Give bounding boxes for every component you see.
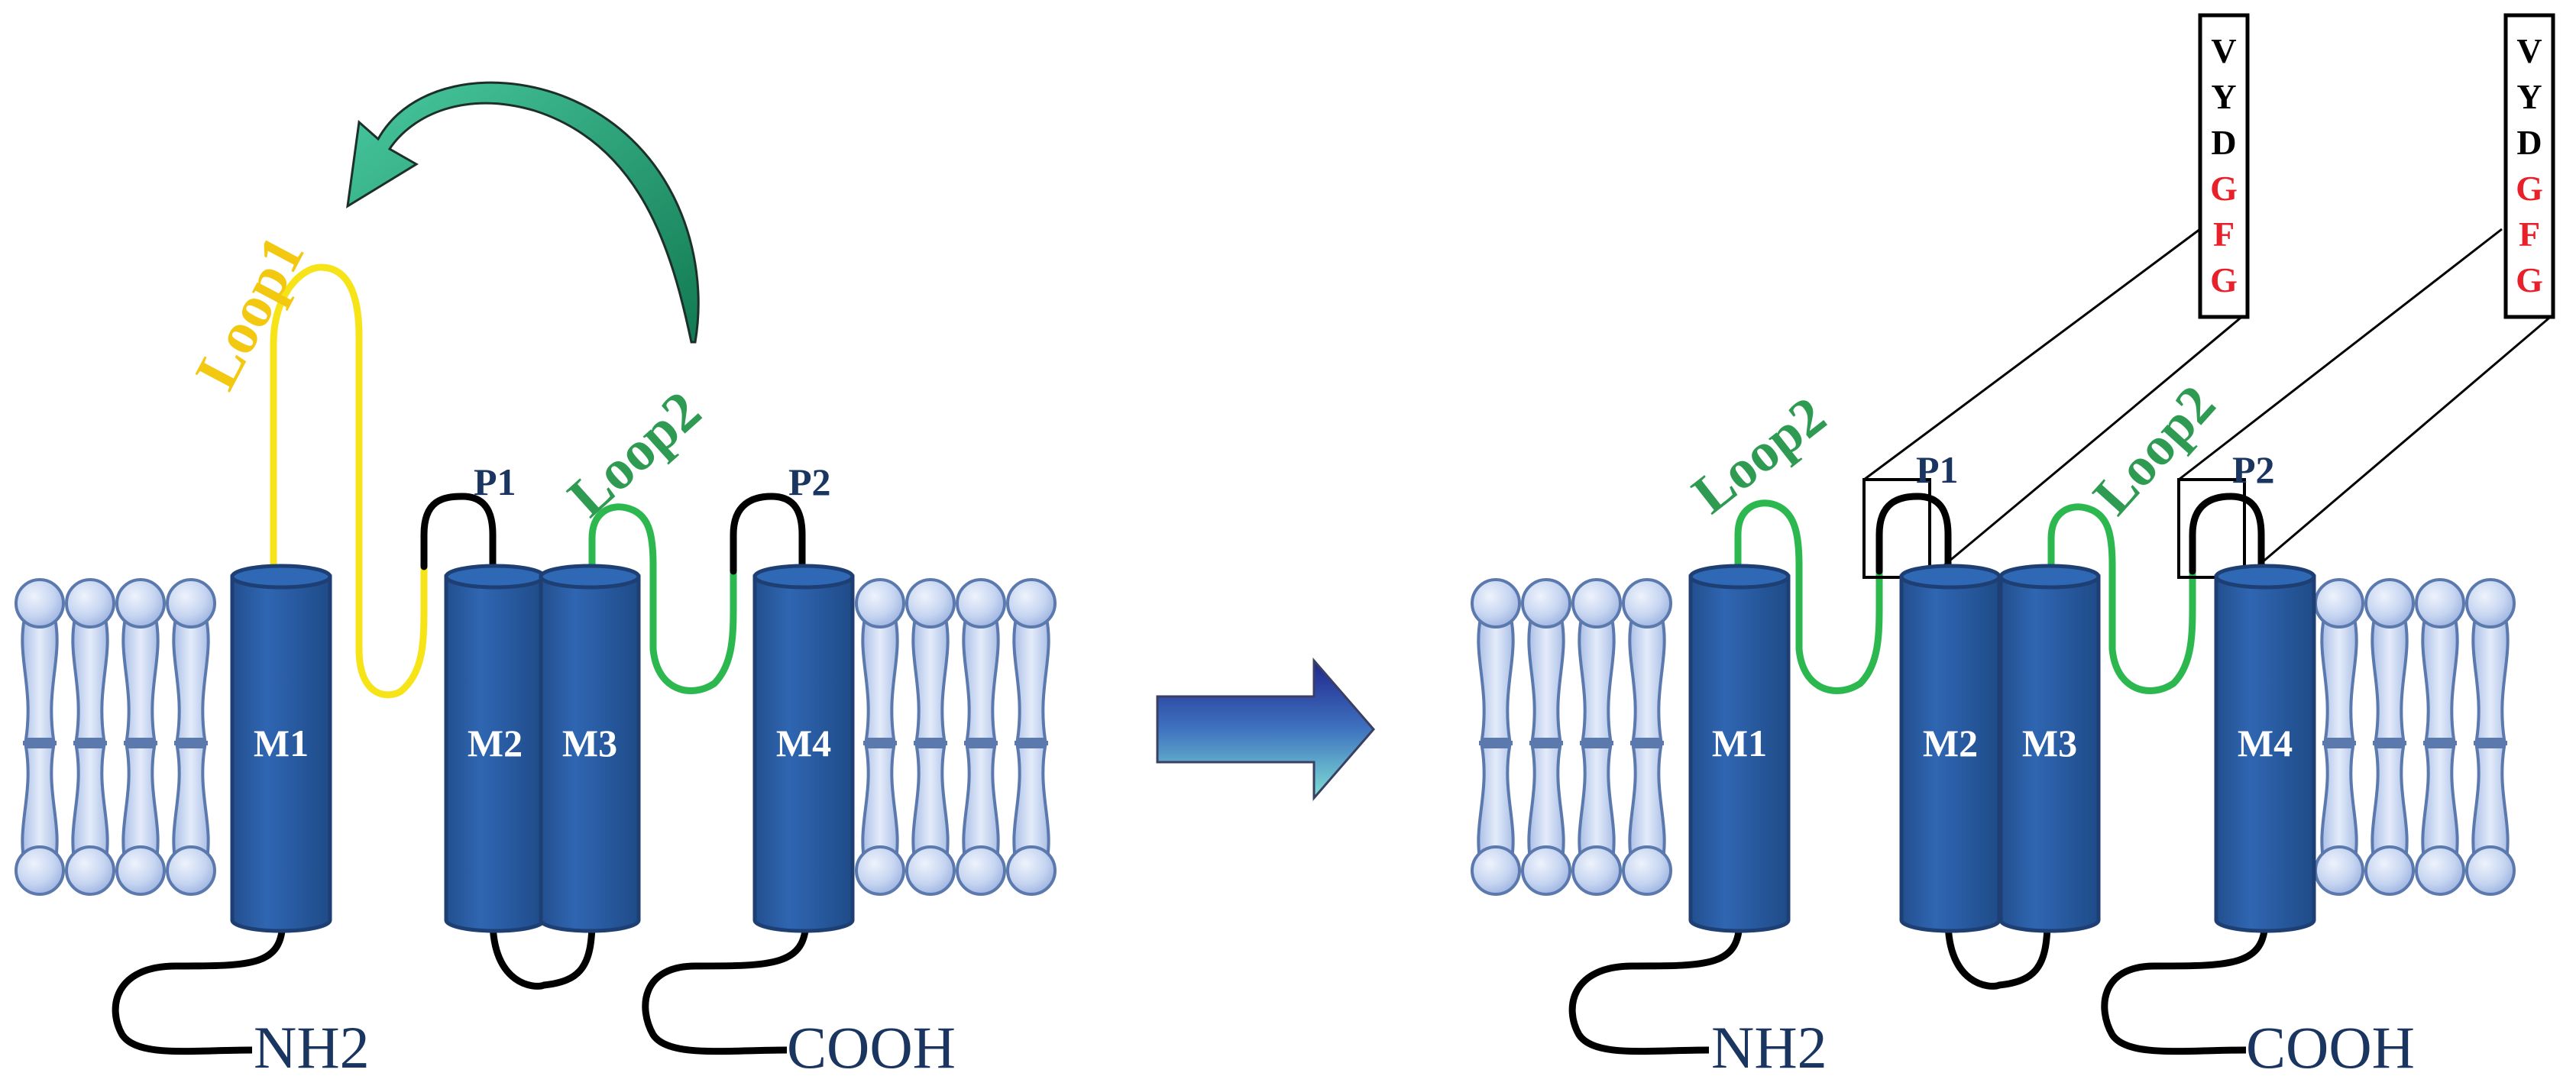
motif-residue: G: [2210, 169, 2238, 208]
p2-label-left: P2: [788, 460, 831, 503]
lipid-molecule: [1006, 578, 1057, 896]
left-helix-group: M1 M2 M3 M4: [230, 564, 855, 933]
helix-label: M4: [2238, 722, 2293, 764]
lipid-molecule: [2364, 578, 2415, 896]
zoom-line: [1863, 228, 2201, 481]
curved-arrow-icon: [346, 81, 700, 344]
pore-loop-p2: [730, 493, 806, 582]
motif-residue: F: [2213, 215, 2235, 254]
p2-zoom-marker: [2177, 478, 2246, 579]
zoom-line: [1929, 313, 2245, 579]
lipid-molecule: [1571, 578, 1622, 896]
lipid-molecule: [115, 578, 166, 896]
transmembrane-helix: M2: [1899, 564, 2002, 933]
lipid-molecule: [15, 578, 65, 896]
lipid-molecule: [1521, 578, 1571, 896]
c-terminus-label-right: COOH: [2246, 1014, 2415, 1081]
n-terminus-label-right: NH2: [1711, 1014, 1827, 1081]
lipid-bilayer-left-outer: [15, 578, 216, 896]
motif-residue: D: [2516, 123, 2542, 162]
p2-label-right: P2: [2232, 448, 2275, 491]
n-terminus-tail: [112, 919, 286, 1055]
transition-arrow-icon: [1156, 657, 1375, 802]
lipid-molecule: [2314, 578, 2364, 896]
transmembrane-helix: M2: [444, 564, 546, 933]
motif-residue: D: [2211, 123, 2236, 162]
helix-label: M1: [1712, 722, 1767, 764]
helix-label: M4: [776, 722, 831, 764]
n-terminus-label-left: NH2: [254, 1014, 370, 1081]
intracellular-loop-m2-m3: [489, 919, 596, 990]
intracellular-loop-m2-m3-right: [1944, 919, 2051, 990]
lipid-molecule: [956, 578, 1006, 896]
n-terminus-tail-right: [1568, 919, 1743, 1055]
loop2-segment: [588, 503, 737, 694]
left-panel: M1 M2 M3 M4 Loop1 Loop2 P1 P2 NH2 COOH: [15, 81, 1057, 1081]
transmembrane-helix: M4: [2214, 564, 2316, 933]
p1-zoom-marker: [1862, 478, 1931, 579]
c-terminus-tail: [642, 919, 810, 1055]
lipid-molecule: [855, 578, 905, 896]
lipid-molecule: [65, 578, 115, 896]
motif-residue: V: [2516, 31, 2542, 70]
helix-label: M2: [1923, 722, 1978, 764]
pore-loop-p1-right: [1875, 493, 1952, 582]
lipid-molecule: [2465, 578, 2516, 896]
helix-label: M1: [254, 722, 309, 764]
transmembrane-helix: M3: [539, 564, 641, 933]
pore-loop-p1: [420, 493, 497, 582]
lipid-molecule: [905, 578, 956, 896]
loop1-segment: [270, 263, 428, 699]
loop2-segment-right-2: [2047, 503, 2196, 694]
zoom-line: [2244, 313, 2554, 579]
helix-label: M3: [2022, 722, 2077, 764]
transmembrane-helix: M1: [1688, 564, 1791, 933]
motif-residue: G: [2516, 260, 2543, 299]
motif-residue: V: [2211, 31, 2236, 70]
motif-residue: Y: [2211, 77, 2236, 116]
helix-label: M3: [562, 722, 617, 764]
lipid-bilayer-right-outer: [1471, 578, 1672, 896]
motif-residue: Y: [2516, 77, 2542, 116]
loop1-label: Loop1: [182, 225, 317, 399]
lipid-bilayer-left-inner: [855, 578, 1057, 896]
zoom-line: [2178, 228, 2503, 481]
motif-residue: G: [2210, 260, 2238, 299]
motif-residue: F: [2519, 215, 2540, 254]
p1-label-right: P1: [1916, 448, 1959, 491]
lipid-molecule: [1622, 578, 1672, 896]
loop2-segment-right-1: [1734, 499, 1883, 694]
transmembrane-helix: M4: [752, 564, 855, 933]
pore-loop-p2-right: [2189, 493, 2265, 582]
lipid-molecule: [1471, 578, 1521, 896]
p1-label-left: P1: [474, 460, 516, 503]
lipid-molecule: [2415, 578, 2465, 896]
motif-residue: G: [2516, 169, 2543, 208]
lipid-molecule: [166, 578, 216, 896]
lipid-bilayer-right-inner: [2314, 578, 2516, 896]
loop2-label-left: Loop2: [557, 380, 714, 529]
transmembrane-helix: M1: [230, 564, 332, 933]
c-terminus-label-left: COOH: [787, 1014, 956, 1081]
right-helix-group: M1 M2 M3 M4: [1688, 564, 2316, 933]
helix-label: M2: [468, 722, 523, 764]
transmembrane-helix: M3: [1998, 564, 2101, 933]
c-terminus-tail-right: [2101, 919, 2269, 1055]
